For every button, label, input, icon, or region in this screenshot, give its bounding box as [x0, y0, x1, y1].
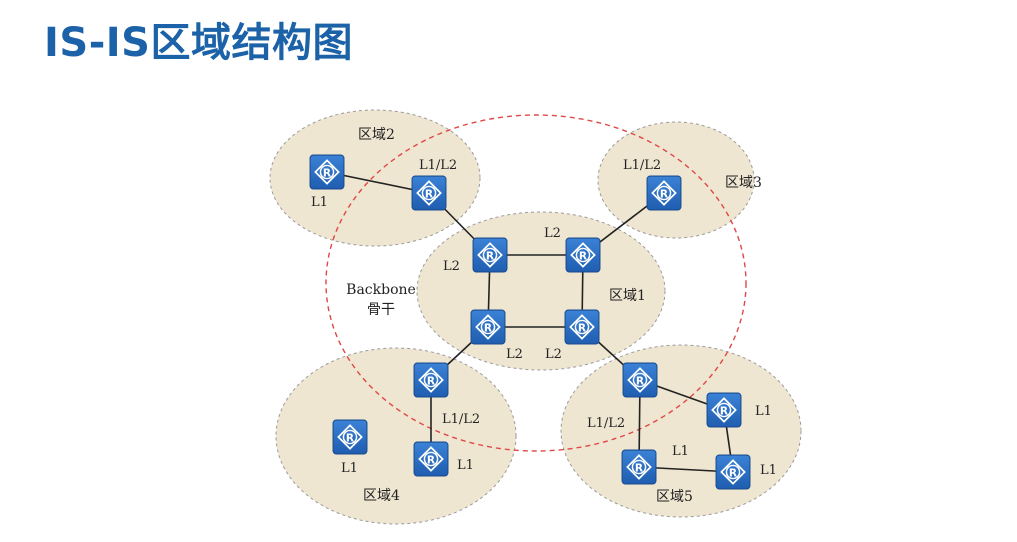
area-label-area2: 区域2	[358, 127, 395, 143]
router-level-label: L1	[755, 404, 772, 419]
router-icon	[565, 237, 601, 273]
router-level-label: L1	[341, 461, 358, 476]
router-icon	[413, 362, 449, 398]
router-level-label: L1	[311, 195, 328, 210]
router-level-label: L2	[506, 347, 523, 362]
router-icon	[309, 154, 345, 190]
area4-ellipse	[275, 347, 517, 525]
router-level-label: L1	[760, 463, 777, 478]
area-label-area4: 区域4	[363, 488, 400, 504]
backbone-label: Backbone	[346, 282, 416, 298]
router-icon	[472, 237, 508, 273]
router-icon	[646, 175, 682, 211]
router-level-label: L2	[443, 259, 460, 274]
router-icon	[622, 362, 658, 398]
area-label-area5: 区域5	[656, 489, 693, 505]
router-icon	[564, 309, 600, 345]
router-level-label: L1	[457, 458, 474, 473]
router-icon	[715, 454, 751, 490]
area-label-area1: 区域1	[609, 288, 646, 304]
area-label-area3: 区域3	[725, 175, 762, 191]
router-icon	[413, 441, 449, 477]
backbone-ring	[325, 114, 747, 452]
router-level-label: L1/L2	[442, 412, 480, 427]
page-title: IS-IS区域结构图	[44, 20, 353, 66]
router-level-label: L2	[544, 226, 561, 241]
router-icon	[470, 309, 506, 345]
area2-ellipse	[269, 109, 481, 247]
router-icon	[332, 419, 368, 455]
router-level-label: L1/L2	[623, 158, 661, 173]
router-level-label: L1	[672, 444, 689, 459]
router-icon	[706, 392, 742, 428]
router-icon	[411, 175, 447, 211]
router-level-label: L1/L2	[419, 158, 457, 173]
router-icon	[621, 449, 657, 485]
router-level-label: L2	[545, 347, 562, 362]
backbone-label-cn: 骨干	[367, 302, 395, 318]
router-level-label: L1/L2	[587, 416, 625, 431]
